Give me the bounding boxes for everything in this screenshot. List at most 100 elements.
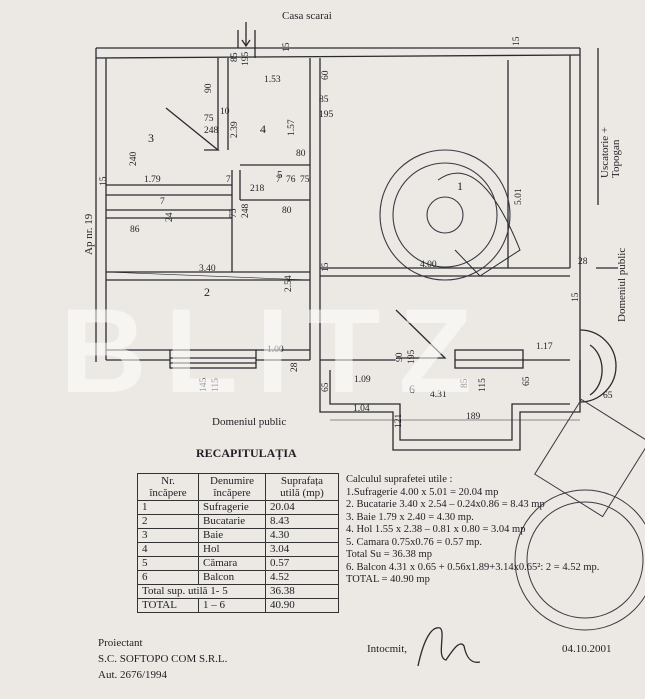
- room-name: Balcon: [198, 570, 266, 585]
- room-area: 0.57: [265, 556, 339, 571]
- dim-label: 15: [99, 176, 109, 187]
- subtotal-label: Total sup. utilă 1- 5: [137, 584, 266, 599]
- room-number-5: 5: [277, 169, 283, 181]
- dim-label: 28: [578, 257, 588, 267]
- subtotal-row: Total sup. utilă 1- 5 36.38: [137, 584, 339, 599]
- dim-label: 1.53: [264, 75, 281, 85]
- dim-label: 218: [250, 184, 265, 194]
- dim-label: 10: [220, 107, 230, 117]
- room-number-1: 1: [457, 179, 463, 193]
- dim-label: 2.39: [230, 121, 240, 138]
- room-area: 3.04: [265, 542, 339, 557]
- total-range: 1 – 6: [198, 598, 266, 613]
- room-area: 4.52: [265, 570, 339, 585]
- room-number-3: 3: [148, 131, 154, 145]
- total-value: 40.90: [265, 598, 339, 613]
- room-nr: 5: [137, 556, 199, 571]
- designer-authorization: Aut. 2676/1994: [98, 669, 168, 681]
- dim-label: 60: [321, 70, 331, 81]
- room-area: 8.43: [265, 514, 339, 529]
- dim-label: 75: [300, 175, 310, 185]
- table-row: 5 Cămara 0.57: [137, 556, 339, 571]
- table-row: 4 Hol 3.04: [137, 542, 339, 557]
- dim-label: 15: [321, 262, 331, 273]
- room-nr: 1: [137, 500, 199, 515]
- area-calculation: Calculul suprafetei utile : 1.Sufragerie…: [346, 474, 599, 587]
- table-row: 2 Bucatarie 8.43: [137, 514, 339, 529]
- room-name: Sufragerie: [198, 500, 266, 515]
- table-header-row: Nr. încăpere Denumire încăpere Suprafața…: [137, 473, 339, 501]
- dim-label: 1.09: [354, 375, 371, 385]
- dim-label: 5.01: [514, 188, 524, 205]
- room-nr: 3: [137, 528, 199, 543]
- room-area: 4.30: [265, 528, 339, 543]
- room-number-6: 6: [409, 382, 415, 396]
- calc-line: 2. Bucatarie 3.40 x 2.54 – 0.24x0.86 = 8…: [346, 499, 545, 510]
- subtotal-value: 36.38: [265, 584, 339, 599]
- dim-label: 85: [319, 95, 329, 105]
- dim-label: 195: [319, 110, 334, 120]
- public-domain-right-label: Domeniul public: [616, 247, 628, 322]
- dim-label: 85: [230, 52, 240, 63]
- dim-label: 76: [286, 175, 296, 185]
- calc-line: 3. Baie 1.79 x 2.40 = 4.30 mp.: [346, 511, 474, 523]
- room-nr: 6: [137, 570, 199, 585]
- dim-label: 1.17: [536, 342, 553, 352]
- dim-label: 7: [160, 197, 165, 207]
- dim-label: 1.79: [144, 175, 161, 185]
- dim-label: 65: [603, 391, 613, 401]
- calc-line: 1.Sufragerie 4.00 x 5.01 = 20.04 mp: [346, 486, 499, 498]
- dim-label: 7: [226, 175, 231, 185]
- dim-label: 24: [165, 212, 175, 223]
- dim-label: 4.31: [430, 390, 447, 400]
- total-label: TOTAL: [137, 598, 199, 613]
- calc-line: 6. Balcon 4.31 x 0.65 + 0.56x1.89+3.14x0…: [346, 561, 600, 573]
- designer-company: S.C. SOFTOPO COM S.R.L.: [98, 653, 228, 665]
- calc-line: 5. Camara 0.75x0.76 = 0.57 mp.: [346, 536, 482, 548]
- table-row: 3 Baie 4.30: [137, 528, 339, 543]
- room-name: Hol: [198, 542, 266, 557]
- room-number-4: 4: [260, 122, 266, 136]
- dim-label: 80: [282, 206, 292, 216]
- calc-line: Total Su = 36.38 mp: [346, 549, 432, 560]
- room-nr: 4: [137, 542, 199, 557]
- calc-title: Calculul suprafetei utile :: [346, 474, 453, 485]
- dim-label: 75: [204, 114, 214, 124]
- room-area: 20.04: [265, 500, 339, 515]
- table-row: 1 Sufragerie 20.04: [137, 500, 339, 515]
- header-nr: Nr. încăpere: [137, 473, 199, 501]
- signature: [417, 627, 481, 667]
- dim-label: 248: [204, 126, 219, 136]
- dim-label: 15: [512, 36, 522, 47]
- table-row: 6 Balcon 4.52: [137, 570, 339, 585]
- dim-label: 240: [129, 151, 139, 166]
- dim-label: 3.40: [199, 264, 216, 274]
- header-suprafata: Suprafața utilă (mp): [265, 473, 339, 501]
- dim-label: 4.00: [420, 260, 437, 270]
- dim-label: 1.00: [267, 345, 284, 355]
- dim-label: 80: [296, 149, 306, 159]
- document-date: 04.10.2001: [562, 643, 612, 655]
- drafted-by-label: Intocmit,: [367, 643, 408, 655]
- public-domain-bottom-label: Domeniul public: [212, 416, 287, 428]
- room-name: Baie: [198, 528, 266, 543]
- recap-table: Nr. încăpere Denumire încăpere Suprafața…: [137, 473, 339, 613]
- dim-label: 65: [522, 376, 532, 387]
- dryer-label: Uscatorie + Topogan: [599, 126, 622, 178]
- dim-label: 90: [204, 83, 214, 94]
- dim-label: 1.04: [353, 404, 370, 414]
- watermark: BLITZ: [60, 284, 490, 418]
- calc-line: TOTAL = 40.90 mp: [346, 574, 430, 585]
- room-number-2: 2: [204, 285, 210, 299]
- dim-label: 248: [241, 203, 251, 218]
- dim-label: 189: [466, 412, 481, 422]
- left-neighbor-label: Ap nr. 19: [83, 213, 95, 255]
- designer-label: Proiectant: [98, 637, 143, 649]
- dim-label: 1.57: [287, 119, 297, 136]
- room-name: Cămara: [198, 556, 266, 571]
- dim-label: 15: [571, 292, 581, 303]
- recap-title: RECAPITULAȚIA: [196, 446, 297, 460]
- dim-label: 86: [130, 225, 140, 235]
- header-denumire: Denumire încăpere: [198, 473, 266, 501]
